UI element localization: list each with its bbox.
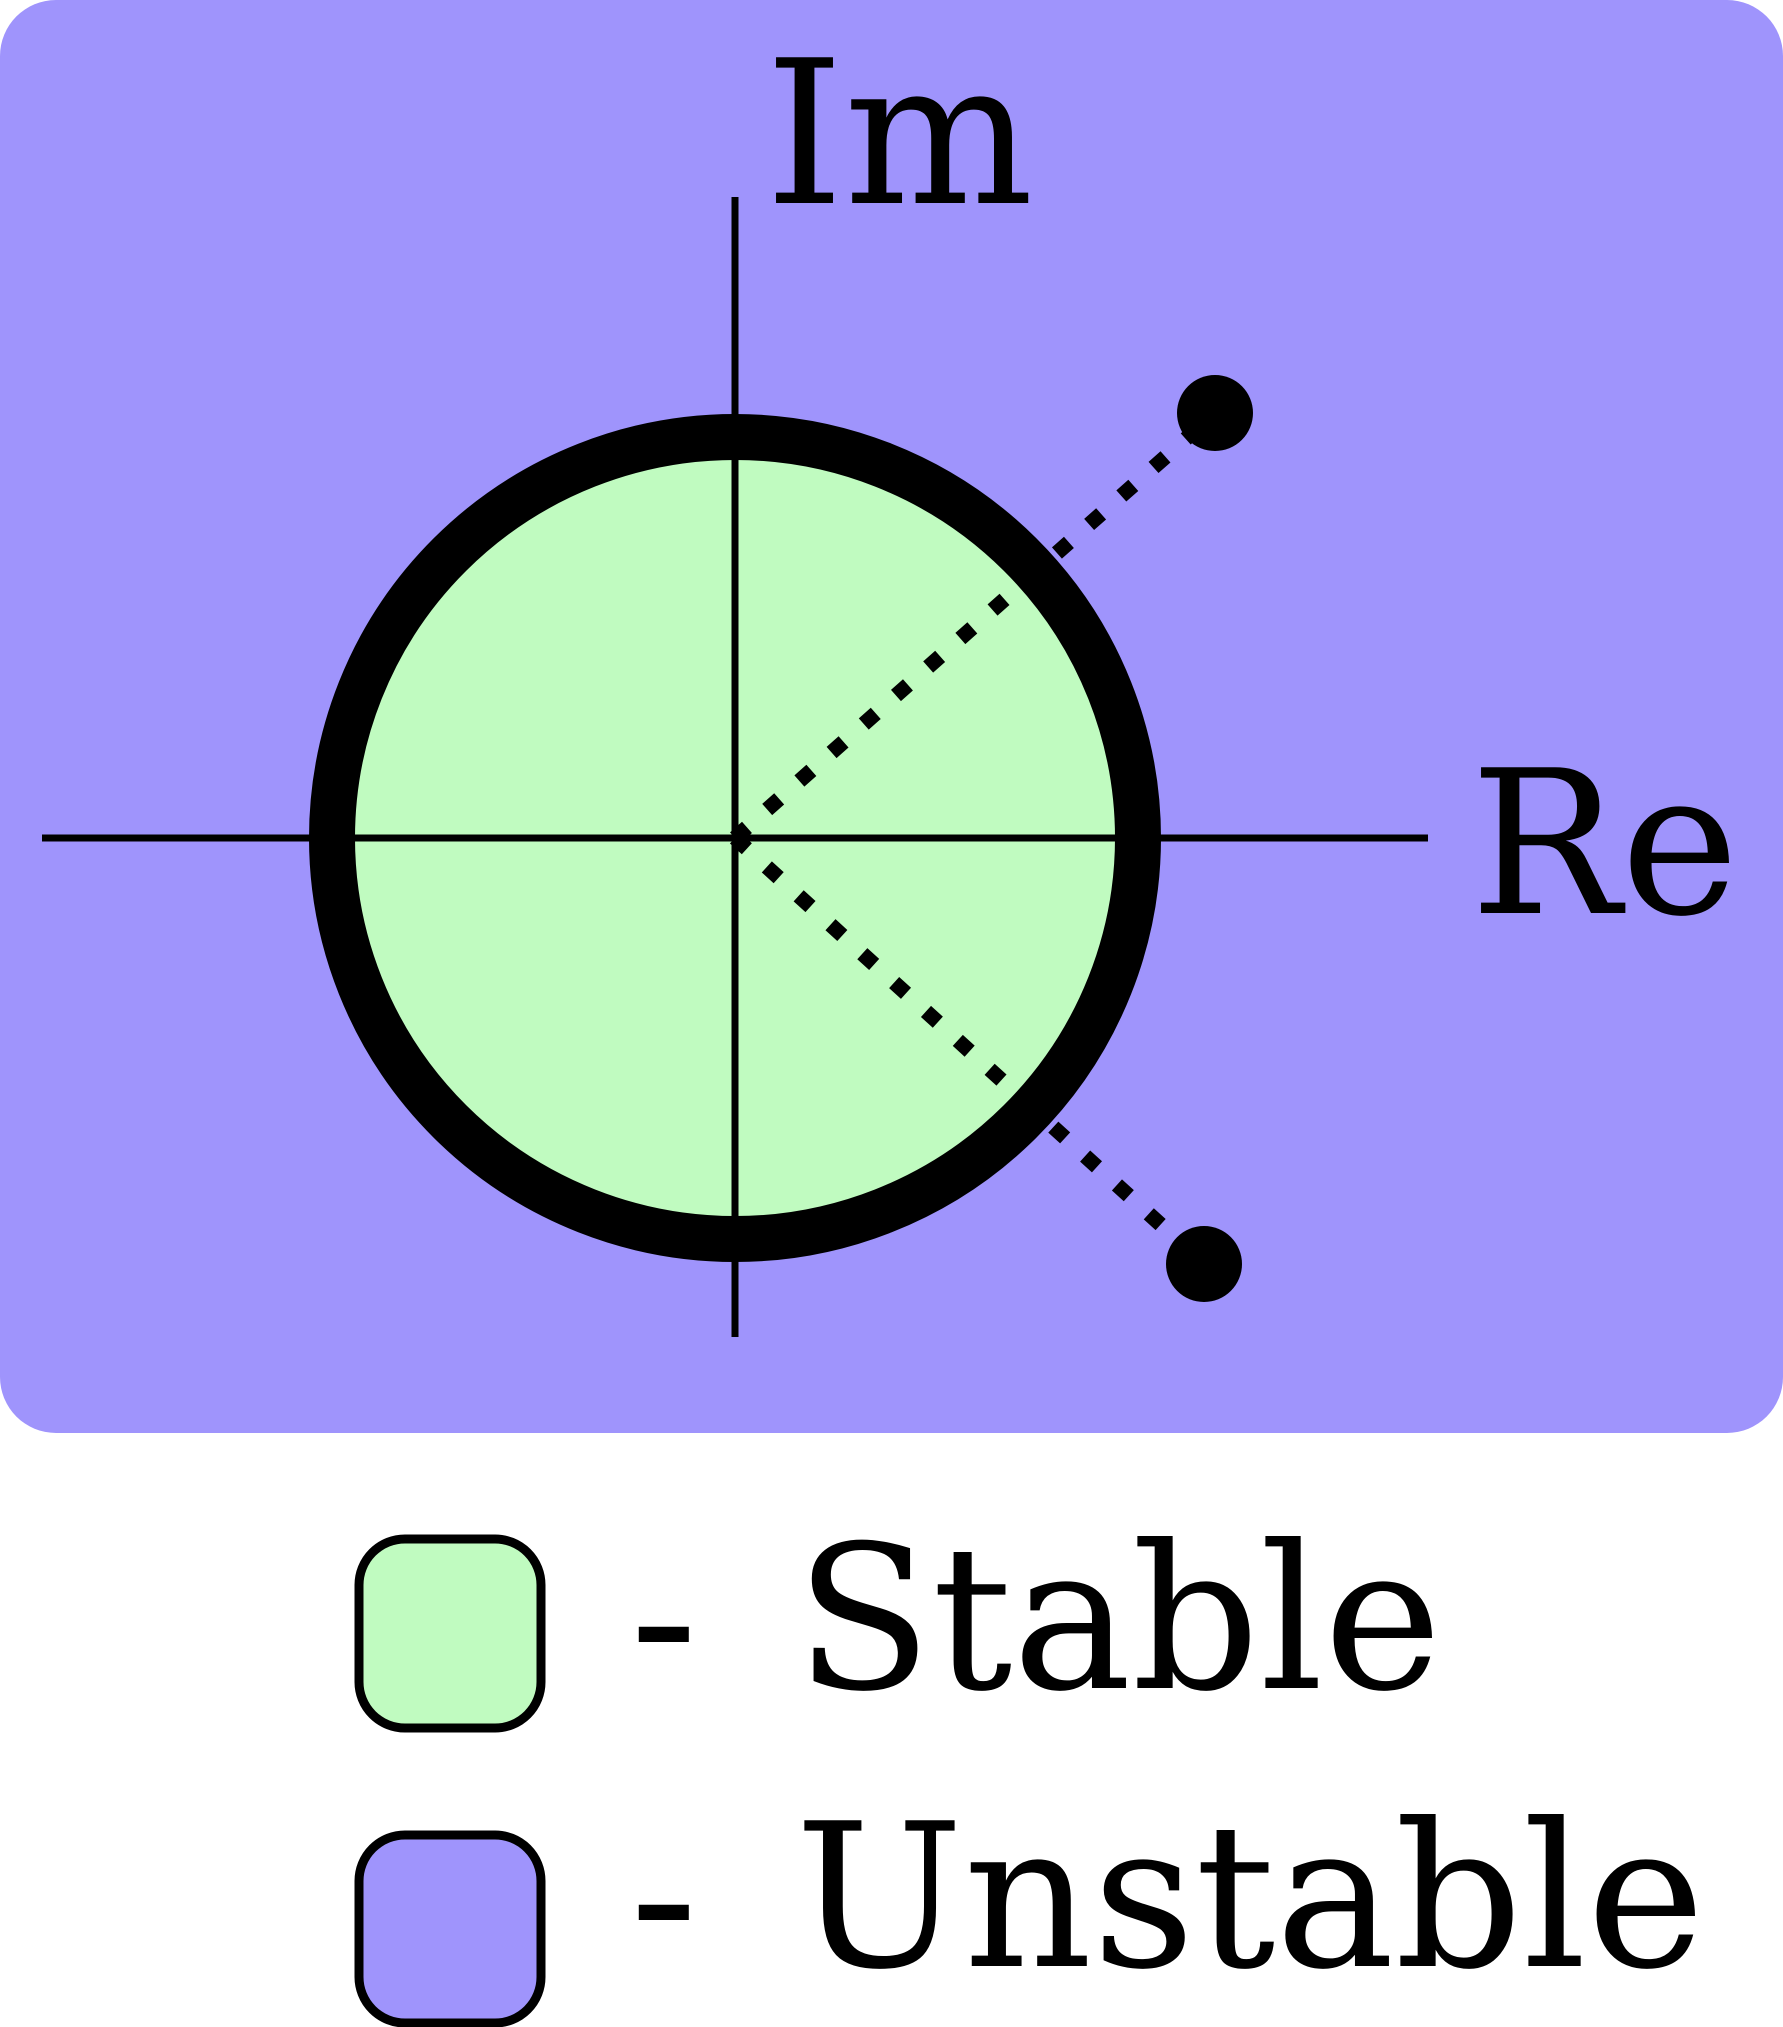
legend-dash-unstable: - [630,1781,698,2014]
legend-swatch-unstable [354,1830,546,2027]
pole-lower [1166,1226,1242,1302]
legend-dash-stable: - [630,1503,698,1736]
legend-swatch-stable [354,1534,546,1733]
legend-item-unstable: - Unstable [354,1781,1705,2027]
real-axis-label: Re [1470,728,1739,961]
unit-circle-boundary [309,414,1161,1262]
legend-label-unstable: Unstable [795,1781,1705,2014]
dotted-line-lower-pole [729,832,1210,1270]
legend-item-stable: - Stable [354,1503,1442,1736]
pole-upper [1177,375,1253,451]
imaginary-axis-label: Im [765,18,1034,251]
legend-label-stable: Stable [795,1503,1442,1736]
